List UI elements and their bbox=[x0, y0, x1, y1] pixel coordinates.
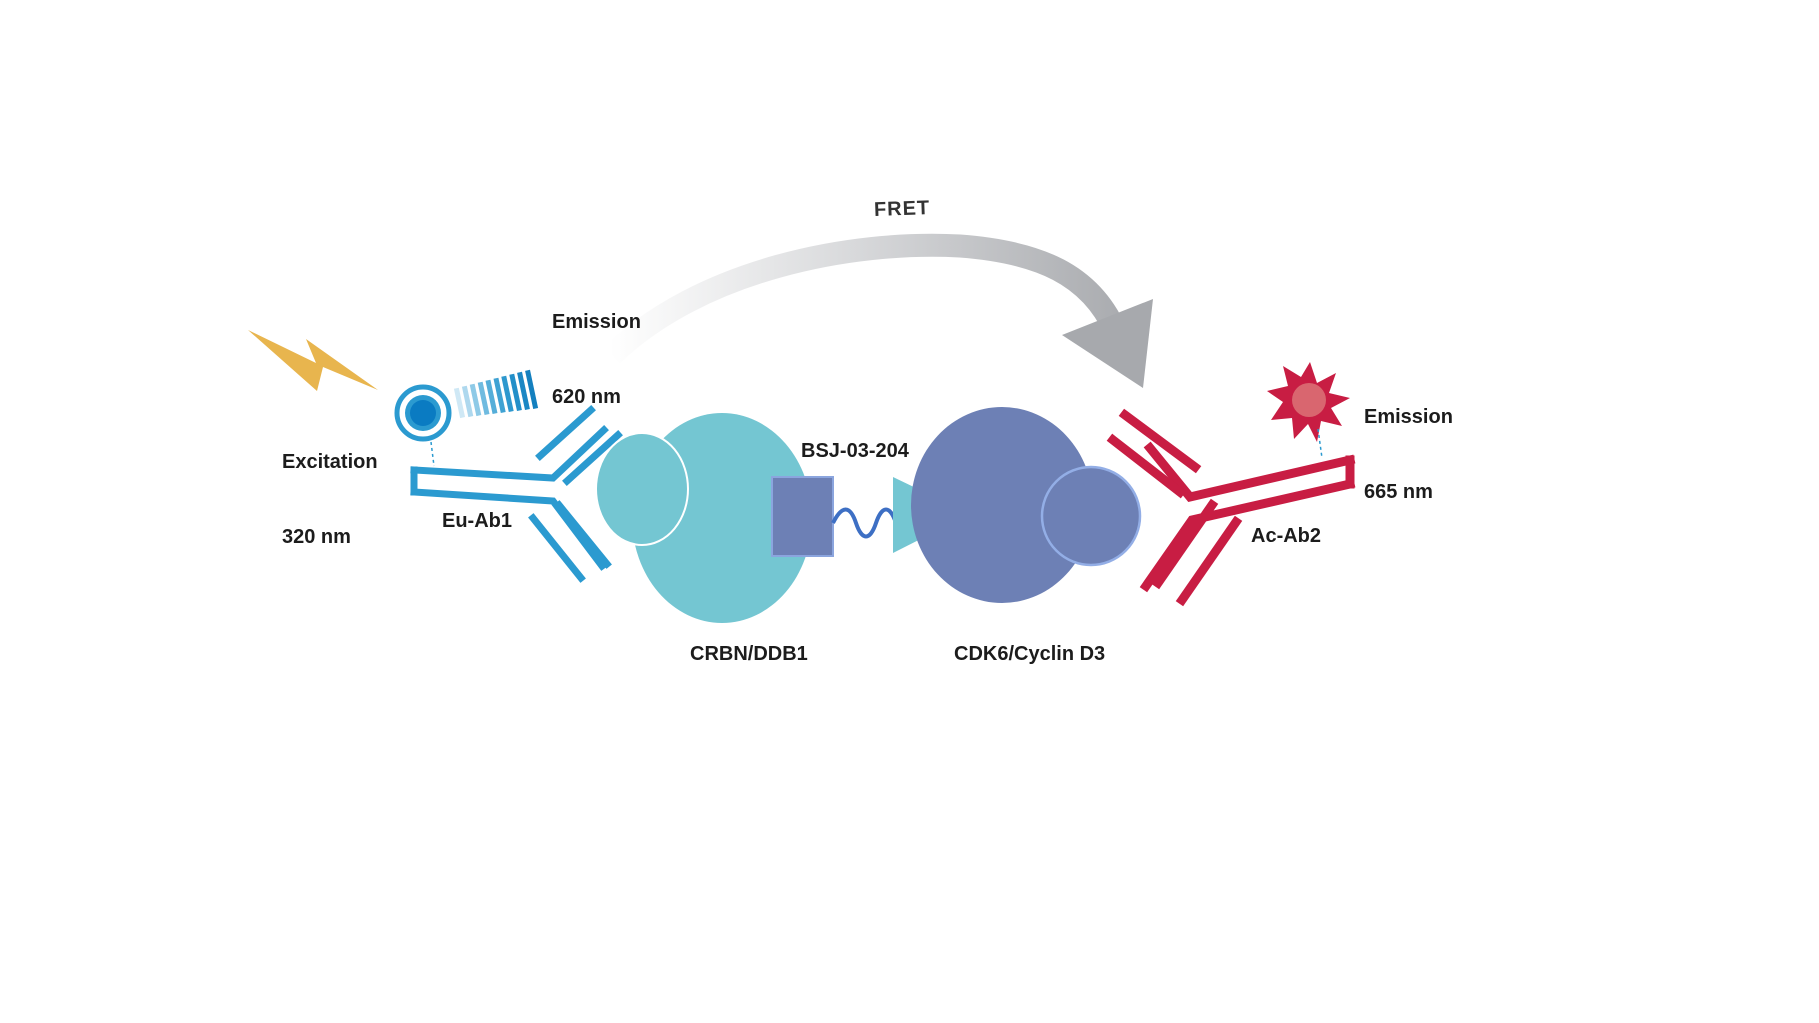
excitation-line1: Excitation bbox=[282, 451, 378, 473]
emission-620-label: Emission 620 nm bbox=[552, 260, 641, 460]
eu-ab1-antibody bbox=[410, 405, 623, 583]
fret-arrowhead bbox=[1062, 299, 1153, 388]
excitation-label: Excitation 320 nm bbox=[282, 400, 378, 600]
ac-ab2-label: Ac-Ab2 bbox=[1251, 525, 1322, 547]
fret-label: FRET bbox=[873, 197, 931, 221]
emission-620-line1: Emission bbox=[552, 311, 641, 333]
cdk6-cyclin-d3-label: CDK6/Cyclin D3 bbox=[954, 643, 1106, 665]
eu-ab1-label: Eu-Ab1 bbox=[442, 510, 512, 532]
crbn-ddb1-complex bbox=[595, 413, 812, 623]
emission-665-line2: 665 nm bbox=[1364, 481, 1433, 503]
acceptor-starburst-icon bbox=[1267, 362, 1350, 459]
fret-arrow bbox=[604, 233, 1153, 388]
emission-620-line2: 620 nm bbox=[552, 386, 621, 408]
excitation-line2: 320 nm bbox=[282, 526, 351, 548]
cdk6-cyclin-d3-complex bbox=[911, 407, 1142, 603]
emission-665-label: Emission 665 nm bbox=[1364, 355, 1453, 555]
emission-665-line1: Emission bbox=[1364, 406, 1453, 428]
ac-ab2-antibody bbox=[1106, 408, 1356, 607]
crbn-ddb1-label: CRBN/DDB1 bbox=[690, 643, 808, 665]
europium-chelate-icon bbox=[394, 384, 452, 467]
lightning-bolt-icon bbox=[248, 330, 378, 391]
bsj-03-204-label: BSJ-03-204 bbox=[801, 440, 909, 462]
emission-620-bars bbox=[453, 369, 539, 419]
